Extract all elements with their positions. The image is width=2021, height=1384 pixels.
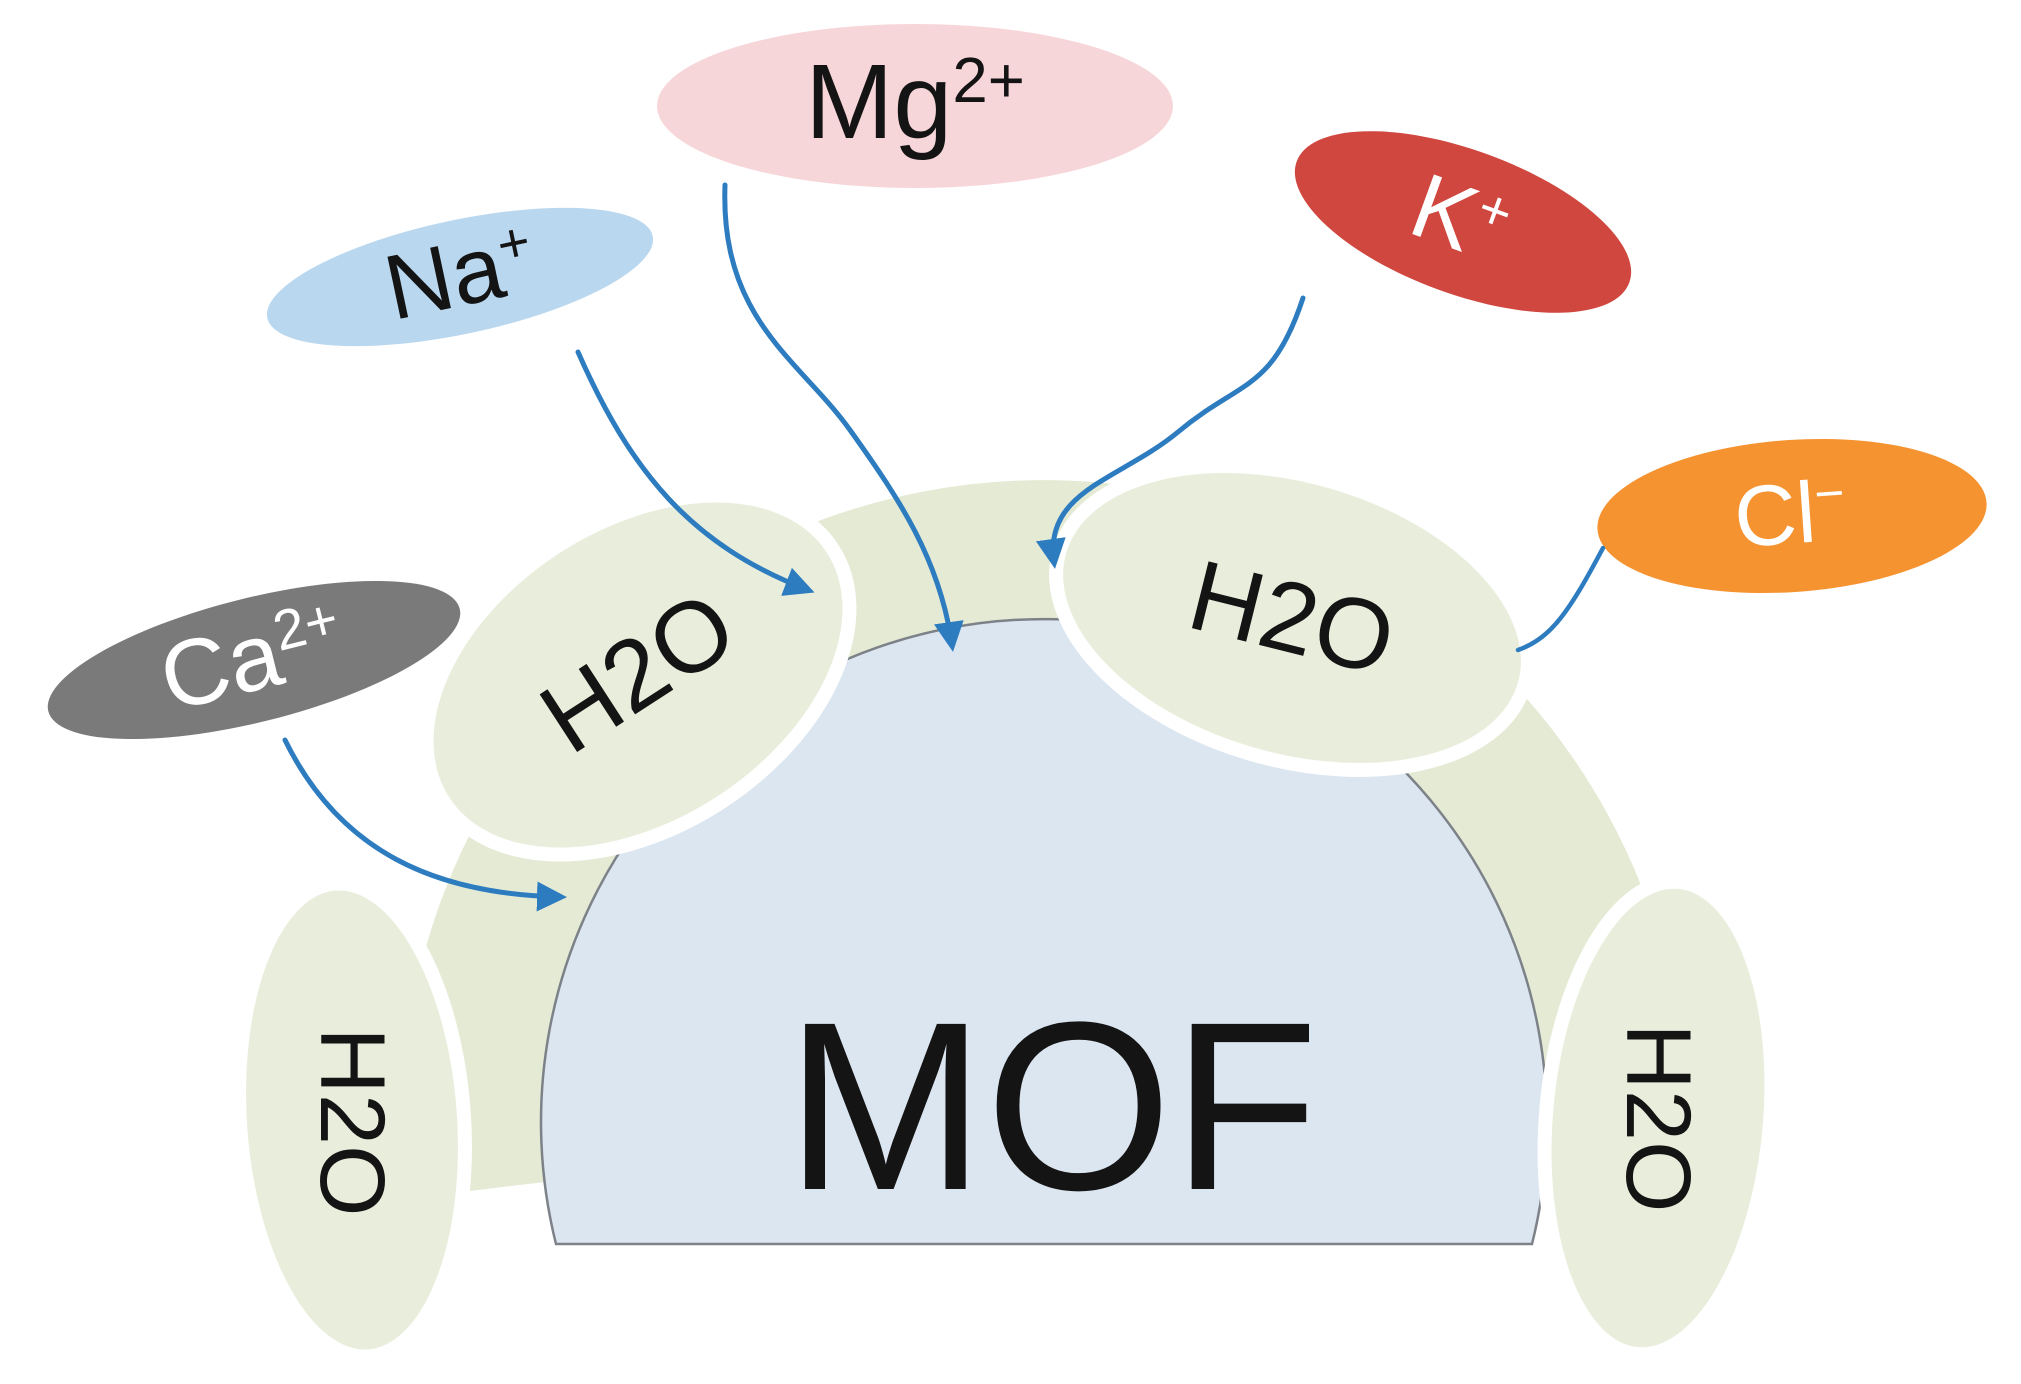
mg-ion-label: Mg2+	[805, 49, 1025, 156]
mg-ion-ellipse	[657, 24, 1173, 188]
cl-ion-ellipse	[1597, 438, 1987, 594]
water-label-left: H2O	[301, 1027, 403, 1217]
mof-label: MOF	[785, 972, 1319, 1240]
na-ion-ellipse	[266, 207, 654, 347]
ca-ion-ellipse	[47, 580, 461, 740]
ion-symbol: Mg	[805, 43, 953, 162]
mof-dome	[539, 617, 1549, 1246]
water-blob-right	[1537, 874, 1779, 1362]
ion-symbol: Cl	[1731, 464, 1819, 567]
k-ion-ellipse	[1294, 131, 1632, 313]
ion-charge: 2+	[952, 44, 1025, 116]
water-label-right: H2O	[1607, 1023, 1709, 1213]
cl-ion-label: Cl−	[1731, 463, 1848, 566]
ion-charge: −	[1812, 462, 1847, 523]
